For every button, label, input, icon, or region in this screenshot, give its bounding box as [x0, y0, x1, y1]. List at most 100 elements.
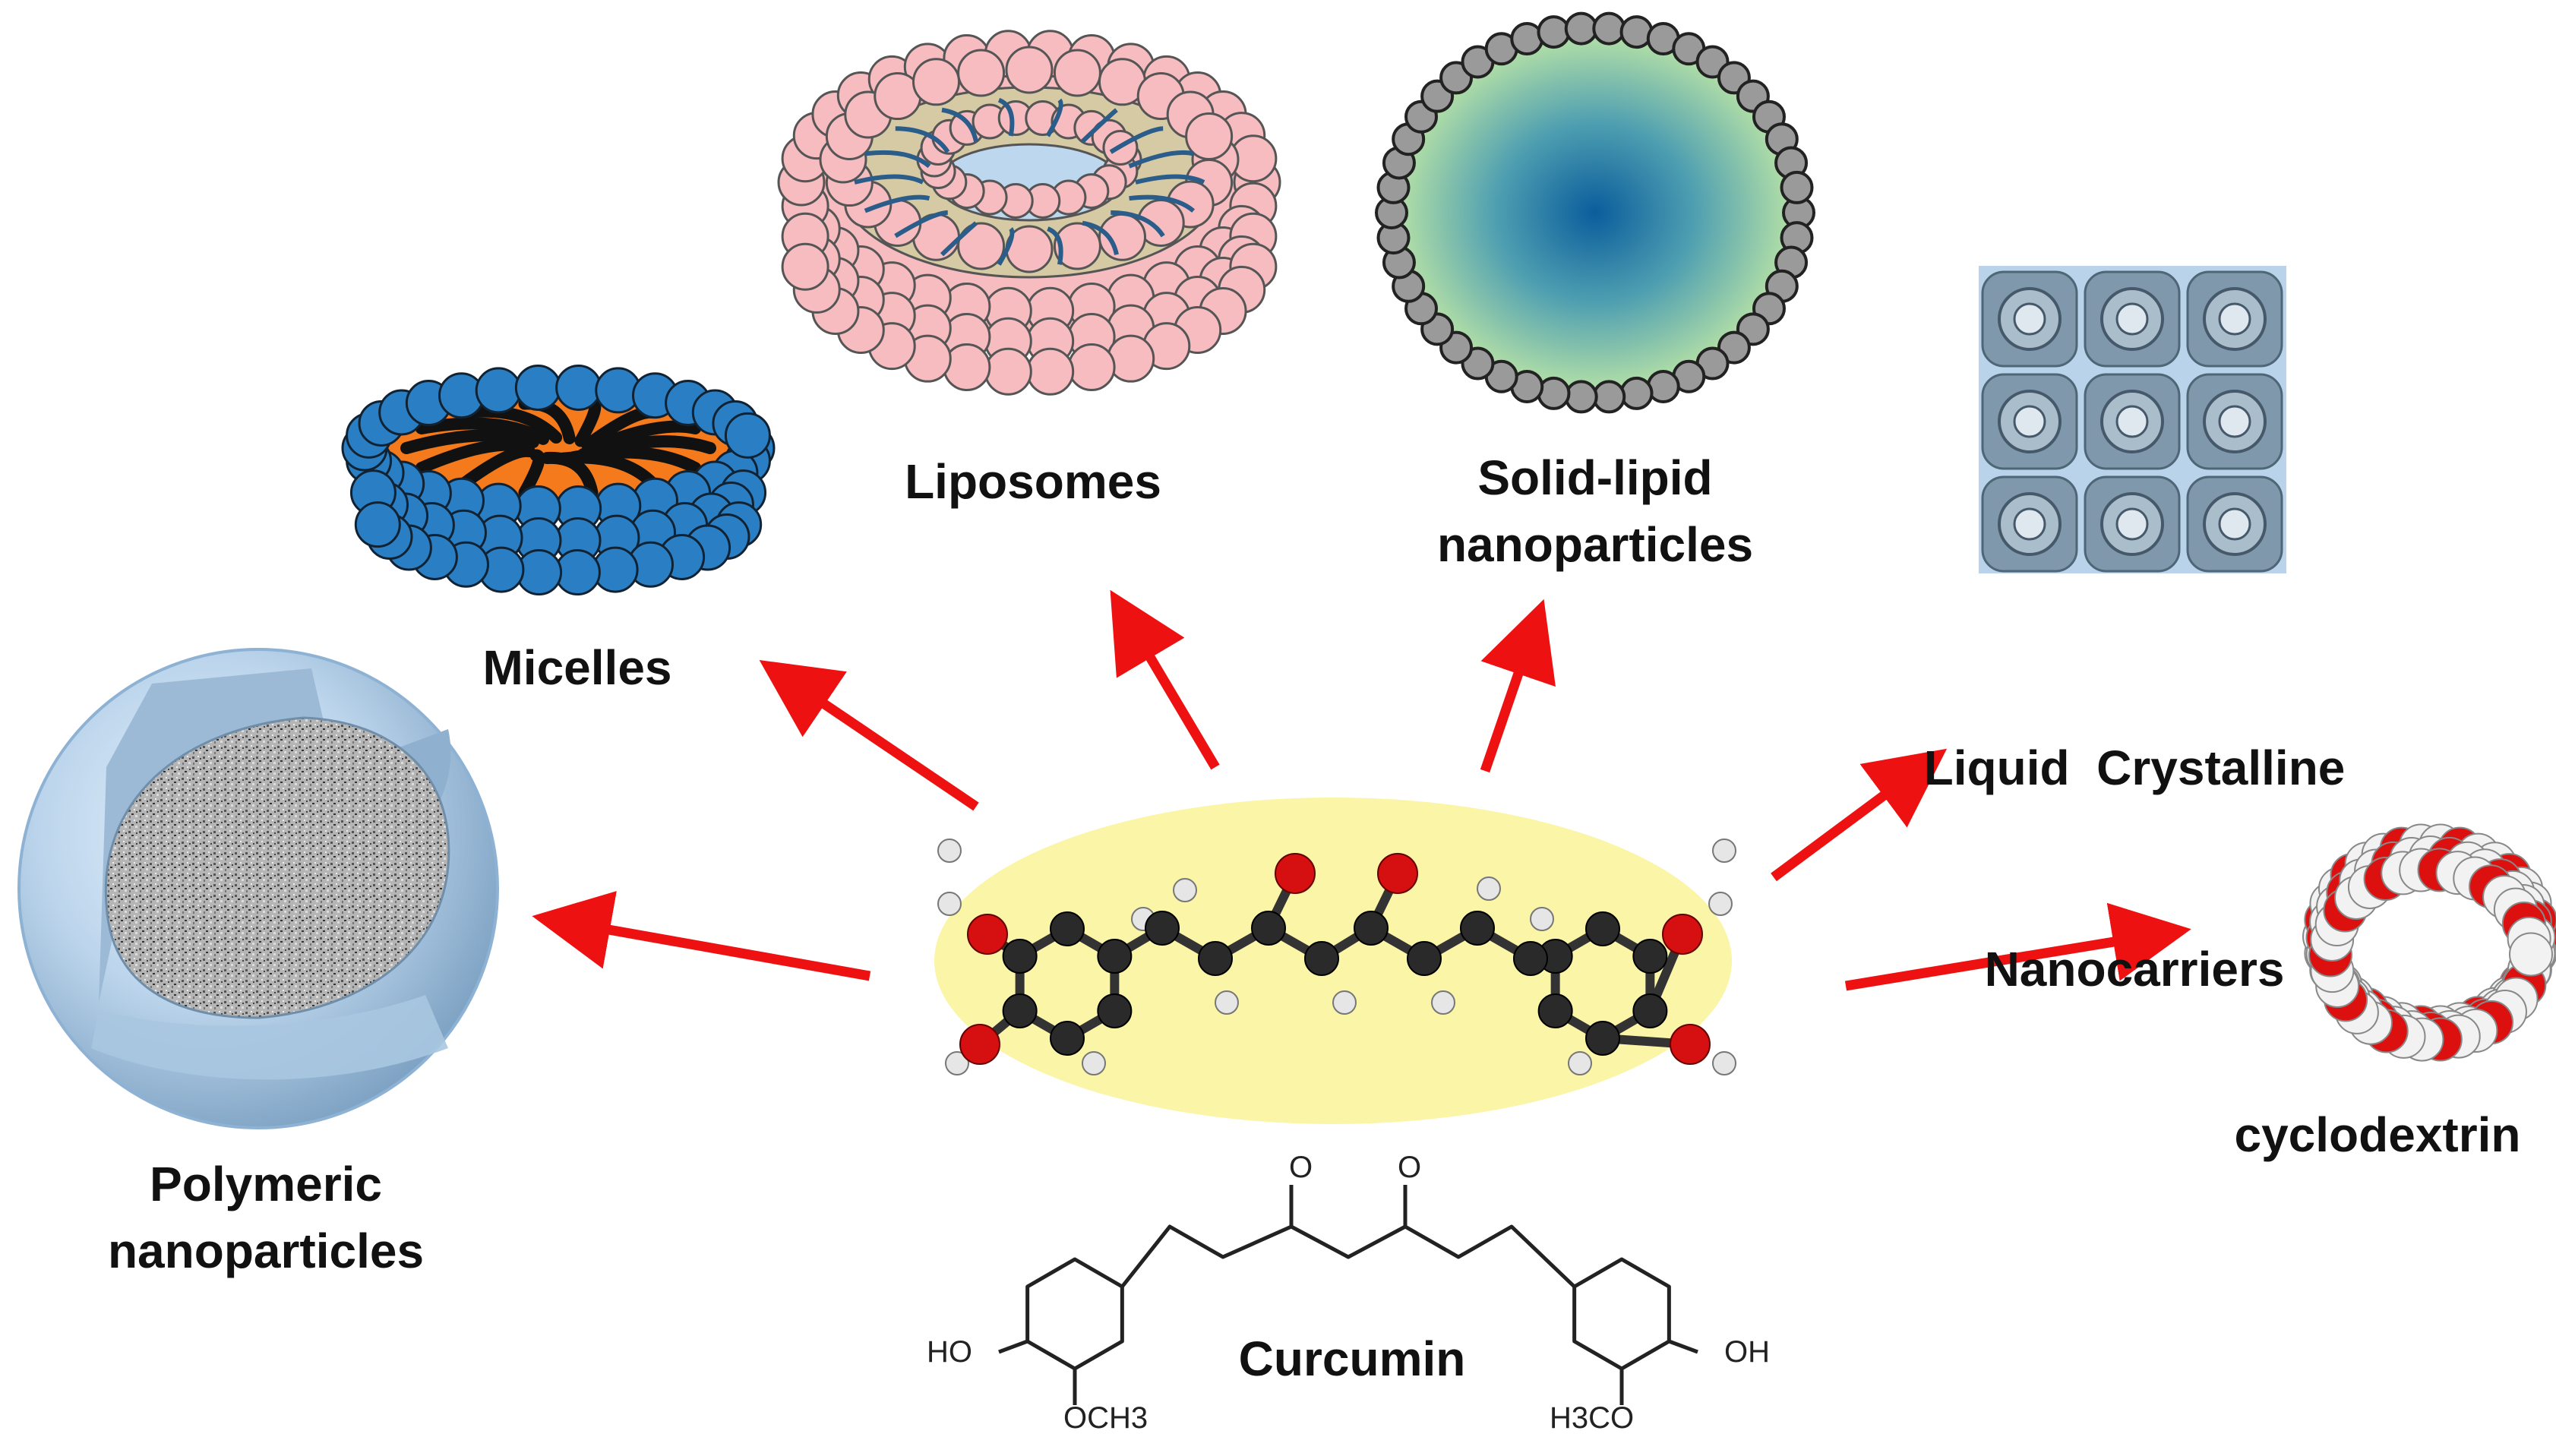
model-carbon-atom [1407, 941, 1442, 976]
micelle-tail [415, 417, 550, 445]
model-carbon-atom [1513, 941, 1548, 976]
solid-lipid-bead [1619, 376, 1654, 410]
model-carbon-atom [1050, 1021, 1085, 1056]
curcumin-skeletal-formula [998, 1185, 1698, 1405]
skeletal-bond [1120, 1224, 1576, 1288]
arrow-to-liposomes [1110, 589, 1220, 770]
label-line: Solid-lipid [1477, 450, 1713, 505]
micelle-tail [415, 438, 535, 475]
arrow-to-solid-lipid [1480, 599, 1556, 773]
liposome-lipid-tail [1082, 220, 1119, 255]
lc-cell-center [2013, 507, 2046, 541]
solid-lipid-bead [1564, 11, 1598, 46]
chem-carbonyl-o-1: O [1289, 1151, 1313, 1184]
model-carbon-atom [1198, 941, 1233, 976]
liposome-bead [1026, 347, 1075, 396]
micelle-bead [475, 367, 522, 414]
liposome-bead [984, 347, 1032, 396]
liposome-lipid-tail [1128, 150, 1194, 169]
model-hydrogen-atom [1712, 1051, 1736, 1075]
model-carbon-atom [1002, 939, 1038, 974]
arrow-to-micelles [759, 660, 979, 811]
model-hydrogen-atom [1530, 907, 1554, 931]
liposome-lipid-tail [1111, 210, 1165, 238]
label-polymeric-nanoparticles: Polymeric nanoparticles [53, 1151, 479, 1285]
lc-cell-center [2115, 507, 2149, 541]
model-hydrogen-atom [1082, 1051, 1106, 1075]
model-hydrogen-atom [1332, 990, 1357, 1015]
label-line: cyclodextrin [2234, 1107, 2521, 1162]
chem-left-ome: OCH3 [1063, 1401, 1148, 1435]
model-carbon-atom [1097, 939, 1133, 974]
model-oxygen-atom [959, 1024, 1000, 1065]
label-micelles: Micelles [425, 634, 729, 701]
model-hydrogen-atom [1173, 878, 1197, 902]
liposome-bead [1185, 112, 1234, 160]
model-hydrogen-atom [1431, 990, 1455, 1015]
liposome-lipid-tail [864, 150, 931, 169]
liposome-bead [943, 343, 991, 392]
label-liposomes: Liposomes [881, 448, 1185, 515]
skeletal-bond [1668, 1339, 1698, 1354]
liposome-bead [781, 242, 829, 291]
model-hydrogen-atom [1708, 892, 1733, 916]
model-hydrogen-atom [1712, 839, 1736, 863]
curcumin-ball-and-stick-model [937, 839, 1736, 1075]
label-liquid-crystalline-nanocarriers: Liquid Crystalline Nanocarriers [1899, 600, 2370, 1069]
polymeric-nanoparticle-illustration [17, 648, 499, 1129]
model-carbon-atom [1145, 911, 1180, 946]
liposome-lipid-tail [1135, 174, 1205, 185]
model-hydrogen-atom [1477, 876, 1501, 901]
liposome-lipid-tail [854, 174, 924, 185]
liposome-bead [912, 58, 960, 106]
cyclodextrin-cavity [2384, 908, 2478, 984]
label-solid-lipid-nanoparticles: Solid-lipid nanoparticles [1390, 444, 1800, 579]
label-line: Polymeric [150, 1157, 382, 1211]
lc-cell-center [2013, 302, 2046, 336]
model-oxygen-atom [1275, 853, 1316, 894]
liposome-lipid-tail [864, 194, 930, 213]
liposome-bead [1107, 334, 1155, 383]
cyclodextrin-hydrogen-atom [2508, 932, 2553, 977]
liposome-lipid-tail [997, 227, 1015, 266]
liposome-lipid-tail [1129, 194, 1196, 213]
micelle-illustration [341, 364, 776, 596]
liposome-lipid-tail [1080, 108, 1118, 144]
model-hydrogen-atom [937, 892, 962, 916]
micelle-bead [724, 412, 771, 459]
solid-lipid-bead [1780, 170, 1814, 204]
label-line: nanoparticles [107, 1224, 425, 1279]
skeletal-bond [1572, 1257, 1671, 1371]
solid-lipid-bead [1592, 11, 1626, 46]
solid-lipid-bead [1592, 380, 1626, 414]
skeletal-bond [1025, 1257, 1124, 1371]
micelle-bead [554, 549, 601, 596]
label-line: Liquid Crystalline [1923, 740, 2346, 795]
model-oxygen-atom [1377, 853, 1418, 894]
model-carbon-atom [1585, 911, 1620, 946]
micelle-tail [541, 452, 599, 499]
lc-cell-center [2218, 302, 2251, 336]
cyclodextrin-illustration [2302, 823, 2556, 1062]
model-carbon-atom [1002, 993, 1038, 1028]
chem-carbonyl-o-2: O [1398, 1151, 1422, 1184]
lc-cell-center [2218, 405, 2251, 438]
liposome-lipid-tail [940, 221, 978, 257]
model-oxygen-atom [1662, 914, 1703, 955]
micelle-bead [555, 364, 602, 411]
solid-lipid-bead [1537, 15, 1571, 49]
liposome-lipid-tail [997, 97, 1015, 137]
model-oxygen-atom [1670, 1024, 1711, 1065]
liposome-lipid-tail [894, 210, 949, 238]
liposome-bead [1067, 343, 1116, 392]
lc-cell-center [2218, 507, 2251, 541]
model-oxygen-atom [967, 914, 1008, 955]
arrow-to-polymeric [532, 891, 871, 981]
liquid-crystalline-nanocarrier-illustration [1979, 266, 2286, 573]
model-carbon-atom [1537, 993, 1573, 1028]
liposome-lipid-tail [895, 126, 950, 153]
liposome-lipid-tail [1045, 98, 1063, 137]
lc-cell-center [2115, 405, 2149, 438]
